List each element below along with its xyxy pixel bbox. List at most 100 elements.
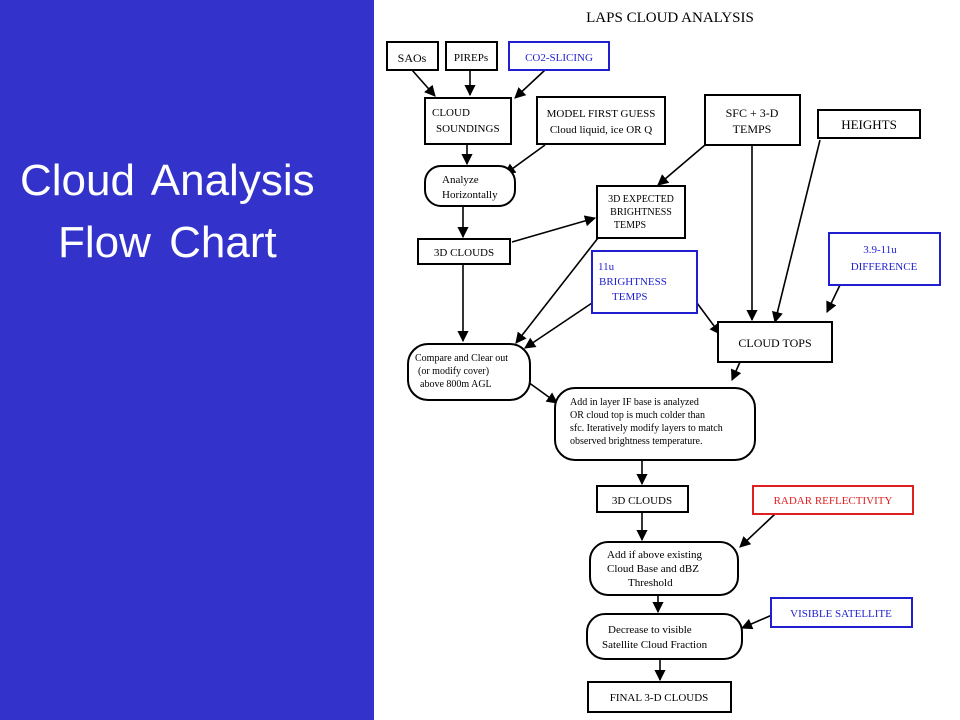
slide-title: Cloud Analysis Flow Chart [0,150,374,274]
node-label: Threshold [628,577,673,589]
node-add-in-layer: Add in layer IF base is analyzed OR clou… [554,387,756,461]
node-label: SFC + 3-D [726,106,779,120]
node-radar-reflectivity: RADAR REFLECTIVITY [752,485,914,515]
node-box [704,94,801,146]
node-label: (or modify cover) [418,366,489,377]
node-box [554,387,756,461]
node-label: CLOUD [432,107,470,119]
node-label: Add if above existing [607,549,703,561]
node-box [828,232,941,286]
node-label: HEIGHTS [841,117,897,132]
node-box [407,343,531,401]
node-label: TEMPS [612,291,647,303]
node-box [424,97,512,145]
node-label: SOUNDINGS [436,123,500,135]
arrow-cloudtops-to-addlayer [730,361,742,382]
node-box [589,541,739,596]
node-box [508,41,610,71]
slide-title-line-1: Cloud Analysis [20,156,315,205]
node-box [596,485,689,513]
node-label: Analyze [442,174,479,186]
flow-arrows [411,69,841,682]
arrow-model-to-analyze [504,144,546,175]
node-box [386,41,439,71]
node-box [417,238,511,265]
node-box [445,41,498,71]
node-label: CO2-SLICING [525,52,593,64]
node-box [770,597,913,628]
node-label: Cloud Base and dBZ [607,563,699,575]
node-box [536,96,666,145]
node-label: BRIGHTNESS [610,207,672,218]
node-label: 3D EXPECTED [608,194,674,205]
arrow-radar-to-addabove [739,513,776,548]
arrow-3dclouds-to-expected [511,215,597,243]
node-label: PIREPs [454,52,488,64]
node-add-if-above: Add if above existing Cloud Base and dBZ… [589,541,739,596]
arrow-sfc-to-expected [657,144,706,186]
node-box [596,185,686,239]
node-co2-slicing: CO2-SLICING [508,41,610,71]
node-difference-39-11u: 3.9-11u DIFFERENCE [828,232,941,286]
node-11u-brightness-temps: 11u BRIGHTNESS TEMPS [591,250,698,314]
node-label: FINAL 3-D CLOUDS [610,692,709,704]
node-label: Decrease to visible [608,624,692,636]
arrow-11u-to-cloudtops [696,302,721,335]
node-label: SAOs [398,51,427,65]
node-model-first-guess: MODEL FIRST GUESS Cloud liquid, ice OR Q [536,96,666,145]
node-label: 3D CLOUDS [612,495,672,507]
node-label: sfc. Iteratively modify layers to match [570,423,723,434]
node-label: RADAR REFLECTIVITY [774,495,893,507]
node-label: Horizontally [442,189,498,201]
slide-title-line-2: Flow Chart [58,218,277,267]
node-label: 3D CLOUDS [434,247,494,259]
node-label: OR cloud top is much colder than [570,410,705,421]
arrow-saos-to-soundings [411,69,436,97]
node-label: observed brightness temperature. [570,436,702,447]
node-expected-brightness-temps: 3D EXPECTED BRIGHTNESS TEMPS [596,185,686,239]
node-label: above 800m AGL [420,379,492,390]
node-cloud-tops: CLOUD TOPS [717,321,833,363]
node-label: Cloud liquid, ice OR Q [550,124,652,136]
node-label: 3.9-11u [863,244,897,256]
node-box [717,321,833,363]
node-label: TEMPS [614,220,646,231]
node-decrease-to-visible: Decrease to visible Satellite Cloud Frac… [586,613,743,660]
node-3d-clouds-second: 3D CLOUDS [596,485,689,513]
node-box [587,681,732,713]
node-label: Compare and Clear out [415,353,508,364]
node-final-3d-clouds: FINAL 3-D CLOUDS [587,681,732,713]
arrow-visible-to-decrease [740,614,773,630]
node-saos: SAOs [386,41,439,71]
diagram-title: LAPS CLOUD ANALYSIS [586,10,754,26]
arrow-11u-to-compare [524,302,593,349]
arrow-compare-to-addlayer [527,381,558,404]
node-analyze-horizontally: Analyze Horizontally [424,165,516,207]
arrow-difference-to-cloudtops [826,284,841,314]
node-3d-clouds-first: 3D CLOUDS [417,238,511,265]
node-label: Add in layer IF base is analyzed [570,397,699,408]
node-pireps: PIREPs [445,41,498,71]
node-label: CLOUD TOPS [738,336,811,350]
node-label: BRIGHTNESS [599,276,667,288]
node-sfc-3d-temps: SFC + 3-D TEMPS [704,94,801,146]
arrow-co2-to-soundings [514,69,546,99]
left-title-panel: Cloud Analysis Flow Chart [0,0,374,720]
node-cloud-soundings: CLOUD SOUNDINGS [424,97,512,145]
arrow-expected-to-compare [515,237,599,344]
node-box [591,250,698,314]
node-label: VISIBLE SATELLITE [790,608,892,620]
node-box [817,109,921,139]
node-box [752,485,914,515]
node-label: TEMPS [733,122,772,136]
node-visible-satellite: VISIBLE SATELLITE [770,597,913,628]
node-box [586,613,743,660]
node-label: MODEL FIRST GUESS [547,108,656,120]
node-label: DIFFERENCE [851,261,918,273]
node-box [424,165,516,207]
node-label: Satellite Cloud Fraction [602,639,708,651]
node-compare-clear-out: Compare and Clear out (or modify cover) … [407,343,531,401]
node-label: 11u [598,261,615,273]
node-heights: HEIGHTS [817,109,921,139]
